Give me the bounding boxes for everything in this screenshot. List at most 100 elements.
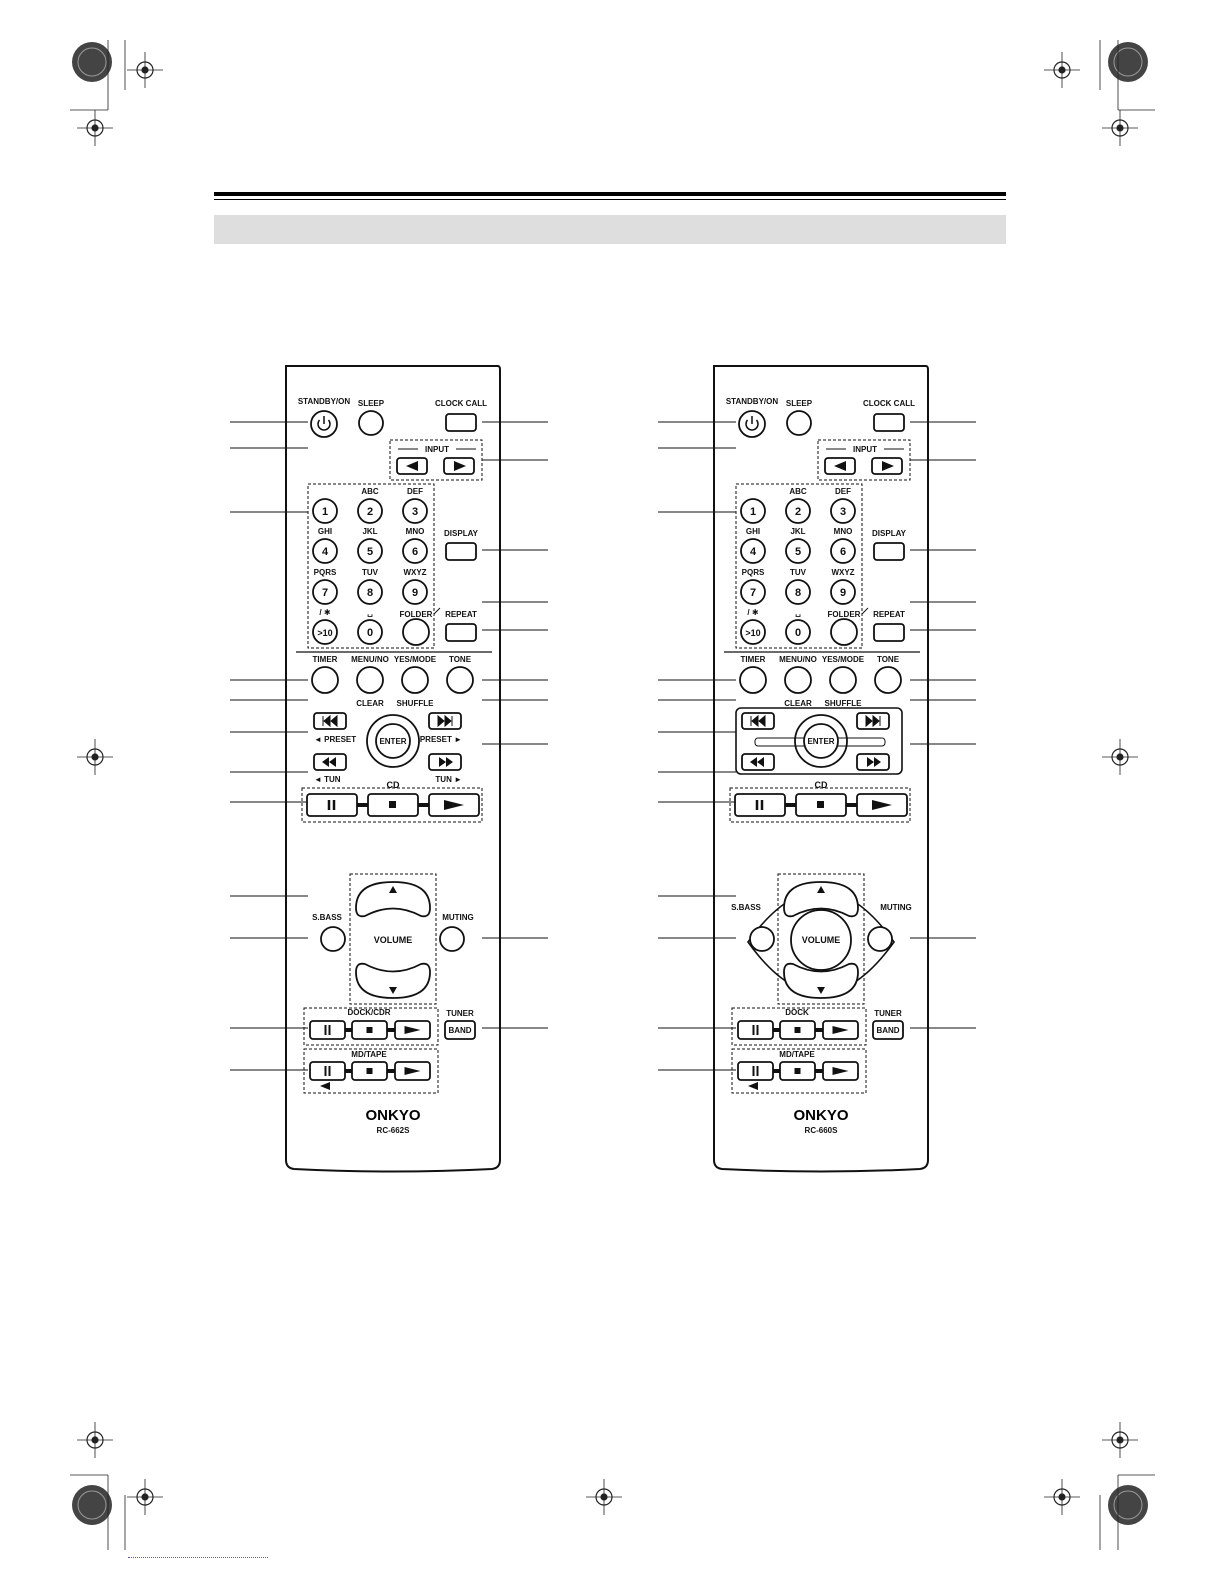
numpad-button-7[interactable]	[357, 579, 383, 605]
numpad-button-8[interactable]	[402, 579, 428, 605]
numpad-button-2[interactable]	[402, 498, 428, 524]
numpad-digit-1: 2	[795, 506, 801, 518]
timer-button[interactable]	[311, 666, 339, 694]
numpad-letters-2: DEF	[835, 487, 851, 496]
numpad-button-0[interactable]	[312, 498, 338, 524]
tuner-label: TUNER	[874, 1009, 902, 1018]
crosshair-dot	[1116, 124, 1124, 132]
cd-pause-button[interactable]	[306, 793, 358, 817]
display-button[interactable]	[873, 542, 905, 561]
numpad-button-4[interactable]	[785, 538, 811, 564]
brand-logo: ONKYO	[793, 1107, 848, 1124]
pause-icon	[752, 1066, 759, 1076]
tuner-label: TUNER	[446, 1009, 474, 1018]
numpad-letters-9: / ✱	[319, 608, 330, 617]
sleep-button[interactable]	[786, 410, 812, 436]
numpad-group-box	[735, 483, 863, 649]
numpad-digit-3: 4	[322, 546, 329, 558]
clear-label: CLEAR	[356, 699, 384, 708]
numpad-digit-6: 7	[750, 587, 756, 599]
crosshair-circle	[86, 1431, 104, 1449]
numpad-group-box	[307, 483, 435, 649]
s-bass-button[interactable]	[320, 926, 346, 952]
numpad-button-7[interactable]	[785, 579, 811, 605]
menu-no-label: MENU/NO	[351, 655, 389, 664]
numpad-button-2[interactable]	[830, 498, 856, 524]
numpad-button-10[interactable]	[785, 619, 811, 645]
numpad-letters-4: JKL	[362, 527, 377, 536]
folder-button[interactable]	[402, 618, 430, 646]
tone-label: TONE	[877, 655, 900, 664]
menu-no-button[interactable]	[784, 666, 812, 694]
band-button[interactable]	[444, 1020, 476, 1040]
numpad-letters-1: ABC	[361, 487, 379, 496]
clock-call-button[interactable]	[873, 413, 905, 432]
crosshair-circle	[595, 1488, 613, 1506]
display-button[interactable]	[445, 542, 477, 561]
down-arrow-icon	[817, 987, 825, 994]
timer-label: TIMER	[313, 655, 338, 664]
pause-icon	[327, 800, 336, 810]
numpad-button-4[interactable]	[357, 538, 383, 564]
numpad-digit-10: 0	[367, 627, 373, 639]
numpad-button-6[interactable]	[312, 579, 338, 605]
md-tape-group-box	[731, 1048, 867, 1094]
play-icon	[404, 1067, 421, 1075]
cd-group-box	[729, 787, 911, 823]
numpad-button-10[interactable]	[357, 619, 383, 645]
volume-up-button[interactable]	[783, 881, 859, 918]
numpad-letters-9: / ✱	[747, 608, 758, 617]
yes-mode-label: YES/MODE	[822, 655, 865, 664]
numpad-button-8[interactable]	[830, 579, 856, 605]
muting-button[interactable]	[439, 926, 465, 952]
numpad-button-9[interactable]	[312, 619, 338, 645]
md-pause-button[interactable]	[737, 1061, 774, 1081]
timer-button[interactable]	[739, 666, 767, 694]
repeat-button[interactable]	[445, 623, 477, 642]
fast-forward-icon	[867, 757, 881, 767]
yes-mode-button[interactable]	[401, 666, 429, 694]
pause-icon	[755, 800, 764, 810]
dock-group-box	[303, 1007, 439, 1046]
numpad-button-9[interactable]	[740, 619, 766, 645]
volume-down-button[interactable]	[783, 962, 859, 999]
numpad-button-1[interactable]	[785, 498, 811, 524]
skip-forward-icon	[437, 714, 453, 728]
numpad-button-3[interactable]	[312, 538, 338, 564]
crosshair-dot	[600, 1493, 608, 1501]
crosshair-circle	[1111, 748, 1129, 766]
tone-button[interactable]	[446, 666, 474, 694]
preset-left-label: ◄ PRESET	[314, 735, 356, 744]
cd-pause-button[interactable]	[734, 793, 786, 817]
volume-center[interactable]	[790, 909, 852, 971]
numpad-button-3[interactable]	[740, 538, 766, 564]
dock-pause-button[interactable]	[737, 1020, 774, 1040]
left-triangle-icon	[406, 461, 418, 471]
numpad-button-6[interactable]	[740, 579, 766, 605]
numpad-digit-0: 1	[322, 506, 328, 518]
numpad-button-1[interactable]	[357, 498, 383, 524]
s-bass-button[interactable]	[749, 926, 775, 952]
volume-down-button[interactable]	[355, 962, 431, 999]
clear-label: CLEAR	[784, 699, 812, 708]
yes-mode-button[interactable]	[829, 666, 857, 694]
crosshair-dot	[1116, 1436, 1124, 1444]
s-bass-label: S.BASS	[731, 903, 761, 912]
repeat-button[interactable]	[873, 623, 905, 642]
numpad-button-0[interactable]	[740, 498, 766, 524]
enter-button[interactable]	[375, 723, 411, 759]
volume-up-button[interactable]	[355, 881, 431, 918]
enter-button[interactable]	[803, 723, 839, 759]
pause-icon	[324, 1066, 331, 1076]
muting-button[interactable]	[867, 926, 893, 952]
dock-pause-button[interactable]	[309, 1020, 346, 1040]
sleep-button[interactable]	[358, 410, 384, 436]
menu-no-button[interactable]	[356, 666, 384, 694]
md-pause-button[interactable]	[309, 1061, 346, 1081]
numpad-button-5[interactable]	[402, 538, 428, 564]
clock-call-button[interactable]	[445, 413, 477, 432]
numpad-button-5[interactable]	[830, 538, 856, 564]
folder-button[interactable]	[830, 618, 858, 646]
tone-button[interactable]	[874, 666, 902, 694]
band-button[interactable]	[872, 1020, 904, 1040]
